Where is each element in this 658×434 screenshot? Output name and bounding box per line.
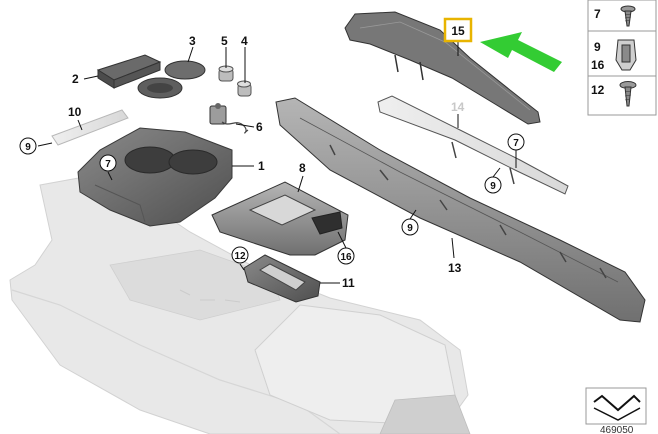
part-cupholder-housing[interactable] — [77, 127, 233, 227]
part-upper-cover[interactable] — [344, 11, 541, 125]
callout-9-a: 9 — [25, 142, 31, 153]
part-cupholder-inserts[interactable] — [137, 60, 206, 99]
label-part-15: 15 — [451, 24, 465, 38]
screw-icon — [619, 81, 637, 107]
label-part-4: 4 — [241, 34, 248, 48]
part-shifter-trim[interactable] — [211, 181, 349, 256]
part-bezel[interactable] — [243, 254, 321, 303]
callout-16: 16 — [340, 252, 352, 263]
highlighted-part-15[interactable]: 15 — [443, 17, 473, 43]
callout-12: 12 — [234, 251, 246, 262]
label-part-8: 8 — [299, 161, 306, 175]
callout-7-a: 7 — [105, 159, 111, 170]
clip-icon — [615, 39, 637, 71]
callout-9-b: 9 — [407, 223, 413, 234]
legend-label-12: 12 — [591, 83, 605, 97]
label-part-1: 1 — [258, 159, 265, 173]
callout-7-b: 7 — [513, 138, 519, 149]
part-side-panel[interactable] — [275, 97, 646, 323]
circled-callouts: 9 7 16 12 9 9 7 — [19, 133, 525, 265]
leader-lines — [37, 41, 517, 284]
label-part-11: 11 — [342, 276, 355, 290]
part-socket[interactable] — [237, 80, 252, 97]
legend-label-16: 16 — [591, 58, 605, 72]
part-lamp-wire[interactable] — [209, 103, 249, 134]
part-trim-strip[interactable] — [51, 109, 129, 146]
center-console-ghost — [9, 174, 471, 434]
label-part-5: 5 — [221, 34, 228, 48]
diagram-reference: 469050 — [585, 387, 647, 434]
legend-label-7: 7 — [594, 7, 601, 21]
label-part-3: 3 — [189, 34, 196, 48]
green-arrow-icon — [480, 32, 562, 72]
callout-9-c: 9 — [490, 181, 496, 192]
part-cap[interactable] — [218, 65, 234, 82]
reference-number: 469050 — [600, 425, 634, 434]
part-labels: 2 3 5 4 6 1 10 8 11 13 14 — [68, 34, 465, 290]
label-part-2: 2 — [72, 72, 79, 86]
legend-label-9: 9 — [594, 40, 601, 54]
part-thin-trim[interactable] — [377, 95, 569, 195]
screw-icon — [620, 5, 636, 27]
label-part-14: 14 — [451, 100, 465, 114]
label-part-13: 13 — [448, 261, 462, 275]
fastener-legend: 7 9 16 12 — [587, 0, 657, 116]
part-tray-insert[interactable] — [96, 54, 162, 89]
label-part-6: 6 — [256, 120, 263, 134]
label-part-10: 10 — [68, 105, 82, 119]
